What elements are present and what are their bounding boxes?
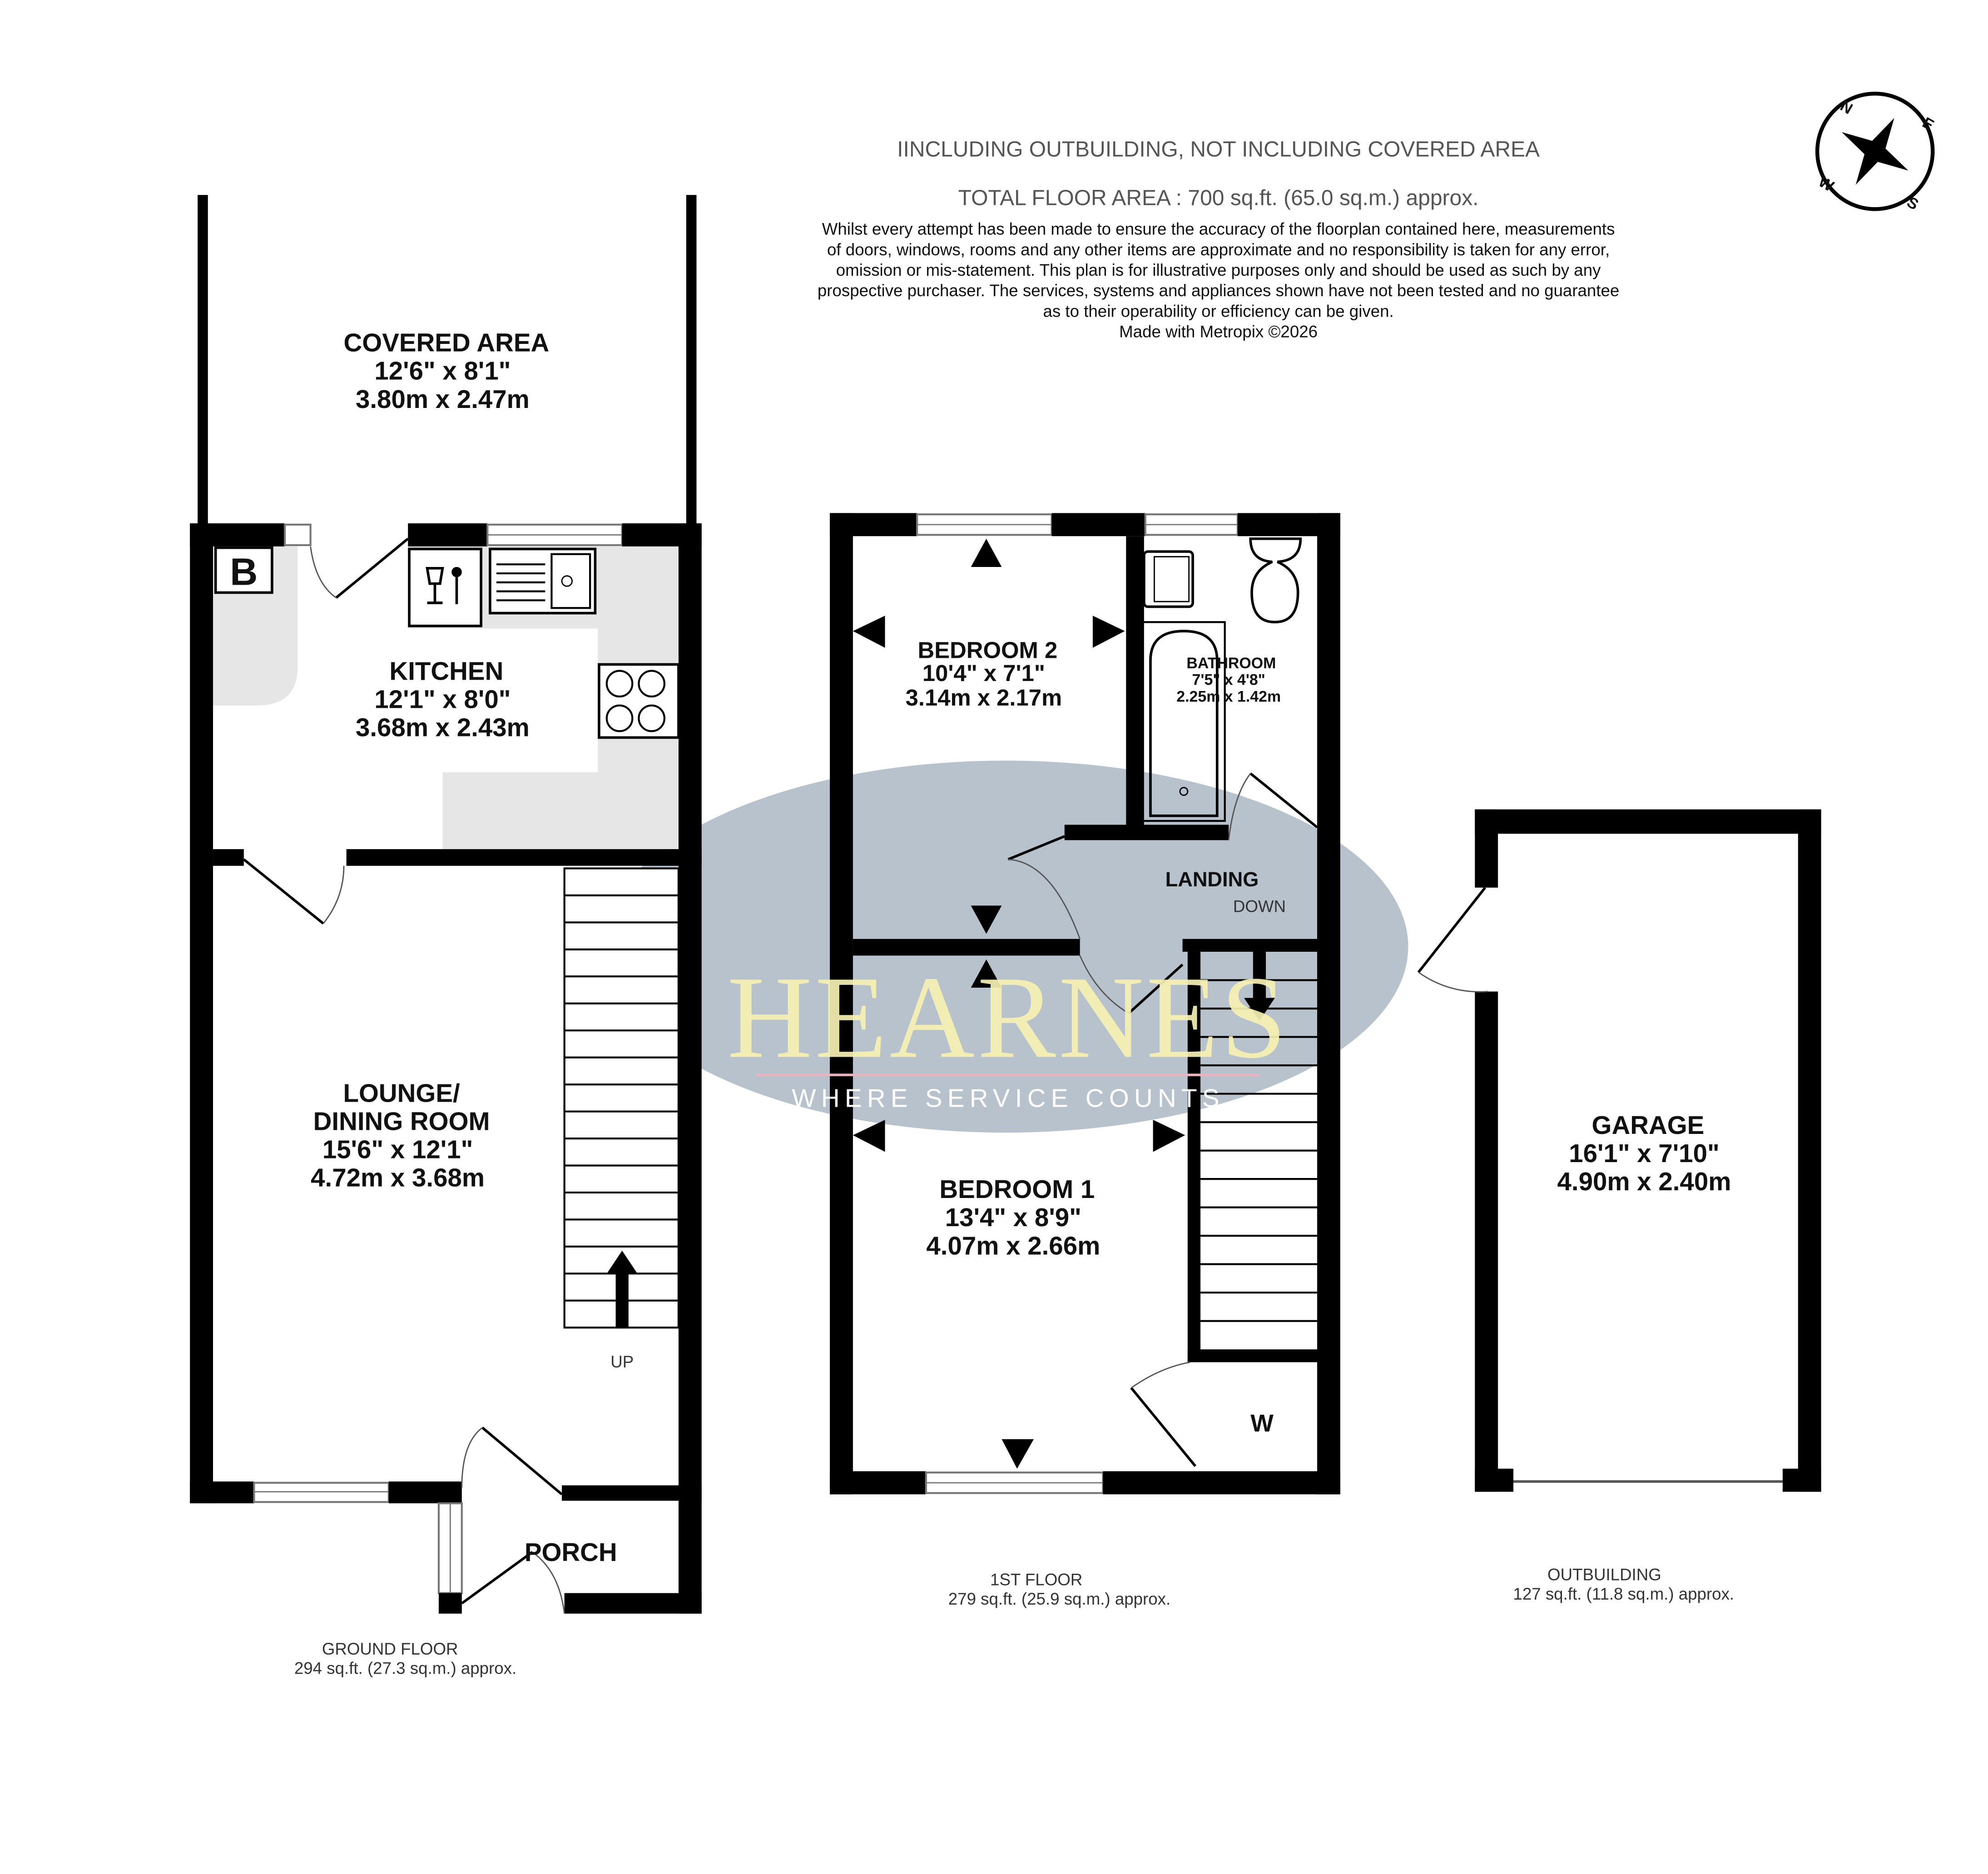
header-note: IINCLUDING OUTBUILDING, NOT INCLUDING CO… (897, 137, 1540, 161)
bath-icon (1141, 621, 1226, 822)
first-floor-label: 1ST FLOOR (990, 1571, 1082, 1589)
ground-floor-area: 294 sq.ft. (27.3 sq.m.) approx. (294, 1659, 516, 1678)
svg-text:BATHROOM: BATHROOM (1186, 655, 1276, 672)
ground-floor-plan: B UP COVERED AREA 12'6" x 8'1" 3.80m x 2… (190, 195, 702, 1678)
watermark: HEARNES WHERE SERVICE COUNTS (727, 952, 1289, 1113)
stairs-down-label: DOWN (1233, 897, 1286, 915)
room-bedroom-1: BEDROOM 1 13'4" x 8'9" 4.07m x 2.66m (926, 1175, 1100, 1260)
svg-text:of doors, windows, rooms and a: of doors, windows, rooms and any other i… (827, 240, 1610, 259)
svg-text:Made with Metropix ©2026: Made with Metropix ©2026 (1119, 323, 1318, 341)
room-bathroom: BATHROOM 7'5" x 4'8" 2.25m x 1.42m (1176, 655, 1281, 705)
svg-text:13'4" x 8'9": 13'4" x 8'9" (945, 1203, 1081, 1232)
svg-text:BEDROOM 2: BEDROOM 2 (918, 637, 1058, 663)
hob-icon (598, 663, 680, 739)
svg-text:4.90m x 2.40m: 4.90m x 2.40m (1557, 1167, 1731, 1196)
ground-floor-label: GROUND FLOOR (322, 1640, 458, 1658)
disclaimer: Whilst every attempt has been made to en… (818, 220, 1620, 341)
svg-text:Whilst every attempt has been: Whilst every attempt has been made to en… (822, 220, 1615, 239)
svg-text:3.80m x 2.47m: 3.80m x 2.47m (356, 385, 530, 413)
svg-text:KITCHEN: KITCHEN (389, 656, 503, 685)
basin-icon (1143, 550, 1194, 608)
svg-text:7'5" x 4'8": 7'5" x 4'8" (1192, 671, 1265, 689)
outbuilding-area: 127 sq.ft. (11.8 sq.m.) approx. (1513, 1585, 1734, 1603)
wardrobe-label: W (1250, 1410, 1274, 1437)
room-garage: GARAGE 16'1" x 7'10" 4.90m x 2.40m (1557, 1111, 1731, 1196)
svg-text:16'1" x 7'10": 16'1" x 7'10" (1569, 1139, 1720, 1168)
outbuilding-plan: GARAGE 16'1" x 7'10" 4.90m x 2.40m OUTBU… (1417, 809, 1821, 1603)
sink-icon (489, 547, 597, 615)
svg-text:10'4" x 7'1": 10'4" x 7'1" (922, 660, 1045, 686)
svg-text:prospective purchaser. The ser: prospective purchaser. The services, sys… (818, 281, 1620, 300)
svg-text:12'1" x 8'0": 12'1" x 8'0" (374, 685, 511, 714)
svg-text:GARAGE: GARAGE (1592, 1111, 1705, 1139)
svg-text:3.68m x 2.43m: 3.68m x 2.43m (356, 713, 530, 742)
first-floor-plan: DOWN W BEDROOM 2 10'4" x 7'1" 3.14m x 2.… (830, 513, 1340, 1608)
outbuilding-label: OUTBUILDING (1547, 1565, 1661, 1584)
svg-text:12'6" x 8'1": 12'6" x 8'1" (374, 357, 511, 385)
room-kitchen: KITCHEN 12'1" x 8'0" 3.68m x 2.43m (356, 656, 530, 741)
boiler-box (214, 546, 273, 594)
svg-text:COVERED AREA: COVERED AREA (344, 328, 550, 357)
arrow-up-icon (606, 1250, 638, 1328)
stairs-up-label: UP (610, 1352, 634, 1371)
stairs-up (563, 867, 680, 1329)
total-floor-area: TOTAL FLOOR AREA : 700 sq.ft. (65.0 sq.m… (958, 186, 1479, 210)
room-covered-area: COVERED AREA 12'6" x 8'1" 3.80m x 2.47m (344, 328, 550, 413)
svg-text:4.72m x 3.68m: 4.72m x 3.68m (311, 1163, 485, 1192)
svg-text:BEDROOM 1: BEDROOM 1 (939, 1175, 1095, 1203)
svg-text:omission or mis-statement. Thi: omission or mis-statement. This plan is … (836, 261, 1601, 279)
room-bedroom-2: BEDROOM 2 10'4" x 7'1" 3.14m x 2.17m (906, 637, 1062, 710)
svg-text:as to their operability or eff: as to their operability or efficiency ca… (1043, 302, 1393, 320)
svg-text:LOUNGE/: LOUNGE/ (343, 1079, 460, 1107)
dishwasher-icon (408, 547, 482, 627)
svg-text:15'6" x 12'1": 15'6" x 12'1" (322, 1135, 473, 1164)
toilet-icon (1249, 537, 1302, 624)
dimension-arrows (853, 538, 1185, 1469)
room-porch: PORCH (525, 1538, 617, 1566)
room-landing: LANDING (1165, 868, 1259, 891)
arrow-down-icon (1244, 951, 1275, 1021)
svg-text:4.07m x 2.66m: 4.07m x 2.66m (926, 1231, 1100, 1260)
svg-text:2.25m x 1.42m: 2.25m x 1.42m (1176, 688, 1281, 705)
first-floor-area: 279 sq.ft. (25.9 sq.m.) approx. (948, 1590, 1170, 1608)
watermark-brand: HEARNES (727, 952, 1289, 1083)
room-lounge-dining: LOUNGE/ DINING ROOM 15'6" x 12'1" 4.72m … (311, 1079, 490, 1192)
svg-text:DINING ROOM: DINING ROOM (313, 1107, 490, 1135)
boiler-label: B (230, 550, 258, 593)
watermark-tagline: WHERE SERVICE COUNTS (792, 1084, 1225, 1113)
svg-text:3.14m x 2.17m: 3.14m x 2.17m (906, 685, 1062, 711)
